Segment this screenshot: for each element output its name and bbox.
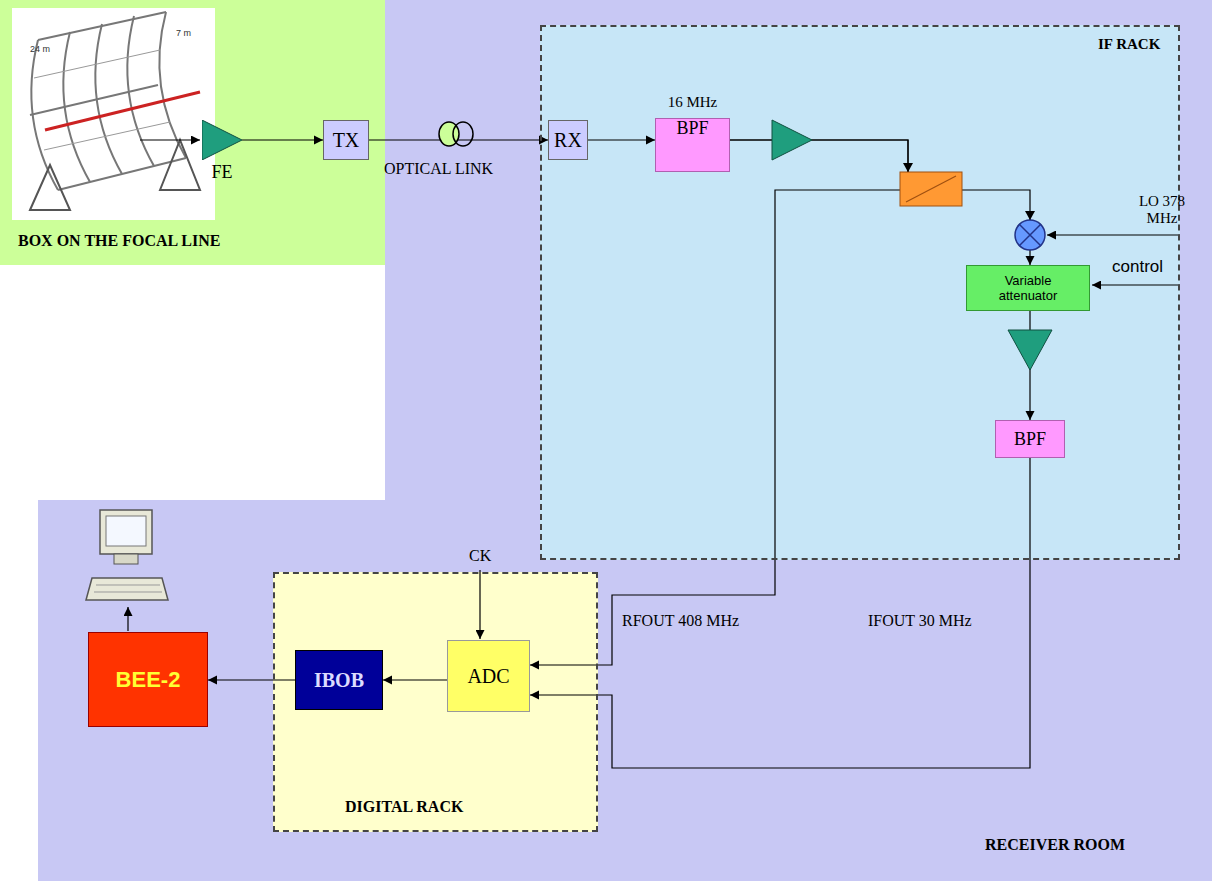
node-text: BOX ON THE FOCAL LINE (18, 232, 220, 250)
edge-label: IFOUT 30 MHz (868, 612, 972, 630)
arrowhead (1025, 211, 1035, 220)
signal-arrow (140, 139, 200, 140)
focal-line (45, 92, 200, 130)
arrowhead (314, 136, 323, 145)
connector (383, 679, 447, 680)
ibob-box: IBOB (295, 650, 383, 710)
node-text: ADC (467, 665, 509, 688)
antenna-illustration (12, 8, 215, 220)
connector (530, 140, 908, 665)
connector (530, 458, 1030, 768)
heading-text: 16 MHz (655, 94, 730, 118)
arrowhead (383, 676, 392, 685)
fiber-coil (439, 122, 473, 146)
node-text: RX (554, 129, 582, 152)
band-pass-filter: BPF (995, 420, 1065, 458)
bee2-box: BEE-2 (88, 632, 208, 727)
variable-attenuator: Variable attenuator (966, 265, 1090, 311)
control-input-arrow (1092, 284, 1180, 285)
node-text: RECEIVER ROOM (985, 836, 1125, 854)
receiver-room-fill (38, 0, 1212, 881)
connector (208, 679, 295, 680)
arrowhead (208, 676, 217, 685)
output-arrow (127, 607, 128, 631)
adc-box: ADC (447, 640, 530, 712)
mixer-symbol (1015, 211, 1045, 250)
node-text: TX (333, 129, 360, 152)
dimension-label: 7 m (176, 28, 191, 38)
mixer-circle (1015, 220, 1045, 250)
transmitter-box: TX (323, 120, 369, 160)
if-rack: IF RACKRX16 MHzBPFVariable attenuatorBPF (540, 25, 1180, 560)
trough-mesh (34, 50, 170, 150)
node-text: DIGITAL RACK (345, 798, 463, 816)
arrowhead (530, 661, 539, 670)
signal-name: CK (469, 547, 491, 565)
dimension-label: 24 m (30, 44, 50, 54)
filter-rect (656, 119, 730, 172)
arrowhead (646, 136, 655, 145)
computer-icon (86, 510, 168, 600)
node-text: BPF (1014, 429, 1046, 450)
arrowhead (903, 163, 913, 172)
node-text: Variable attenuator (982, 273, 1074, 303)
connector (588, 139, 655, 140)
node-text: BEE-2 (116, 667, 181, 693)
amplifier-shape (202, 120, 242, 160)
lo-input-arrow (1047, 234, 1180, 235)
splitter-box (900, 172, 962, 206)
mixer-cross (1019, 224, 1041, 246)
amplifier-symbol (772, 120, 812, 160)
arrowhead (1026, 411, 1035, 420)
splitter-line (906, 176, 956, 202)
amplifier-symbol (1008, 330, 1052, 370)
node-text: BPF (655, 118, 730, 172)
focal-box-fill (0, 0, 385, 265)
amplifier-triangle (202, 120, 242, 160)
signal-name: control (1112, 257, 1163, 277)
digital-rack: DIGITAL RACK ADC IBOB (273, 572, 598, 832)
arrowhead (530, 691, 539, 700)
connector (242, 139, 323, 140)
clock-input-arrow (479, 570, 480, 639)
front-end-amplifier: FE (202, 120, 242, 186)
arrowhead (1026, 256, 1035, 265)
node-text: IBOB (314, 669, 364, 692)
band-pass-filter: 16 MHzBPF (655, 94, 730, 172)
node-text: FE (211, 162, 232, 183)
if-rack-fill (540, 25, 1180, 560)
antenna-supports (30, 140, 200, 210)
antenna-panel (12, 8, 215, 220)
focal-line-box: BOX ON THE FOCAL LINE FE TX (0, 0, 385, 265)
edge-label: OPTICAL LINK (384, 160, 493, 178)
digital-rack-fill (273, 572, 598, 832)
power-splitter (900, 163, 962, 206)
receiver-box: RX (548, 120, 588, 160)
edge-label: RFOUT 408 MHz (622, 612, 739, 630)
signal-name: LO 378 MHz (1126, 193, 1198, 226)
node-text: IF RACK (1098, 36, 1160, 53)
